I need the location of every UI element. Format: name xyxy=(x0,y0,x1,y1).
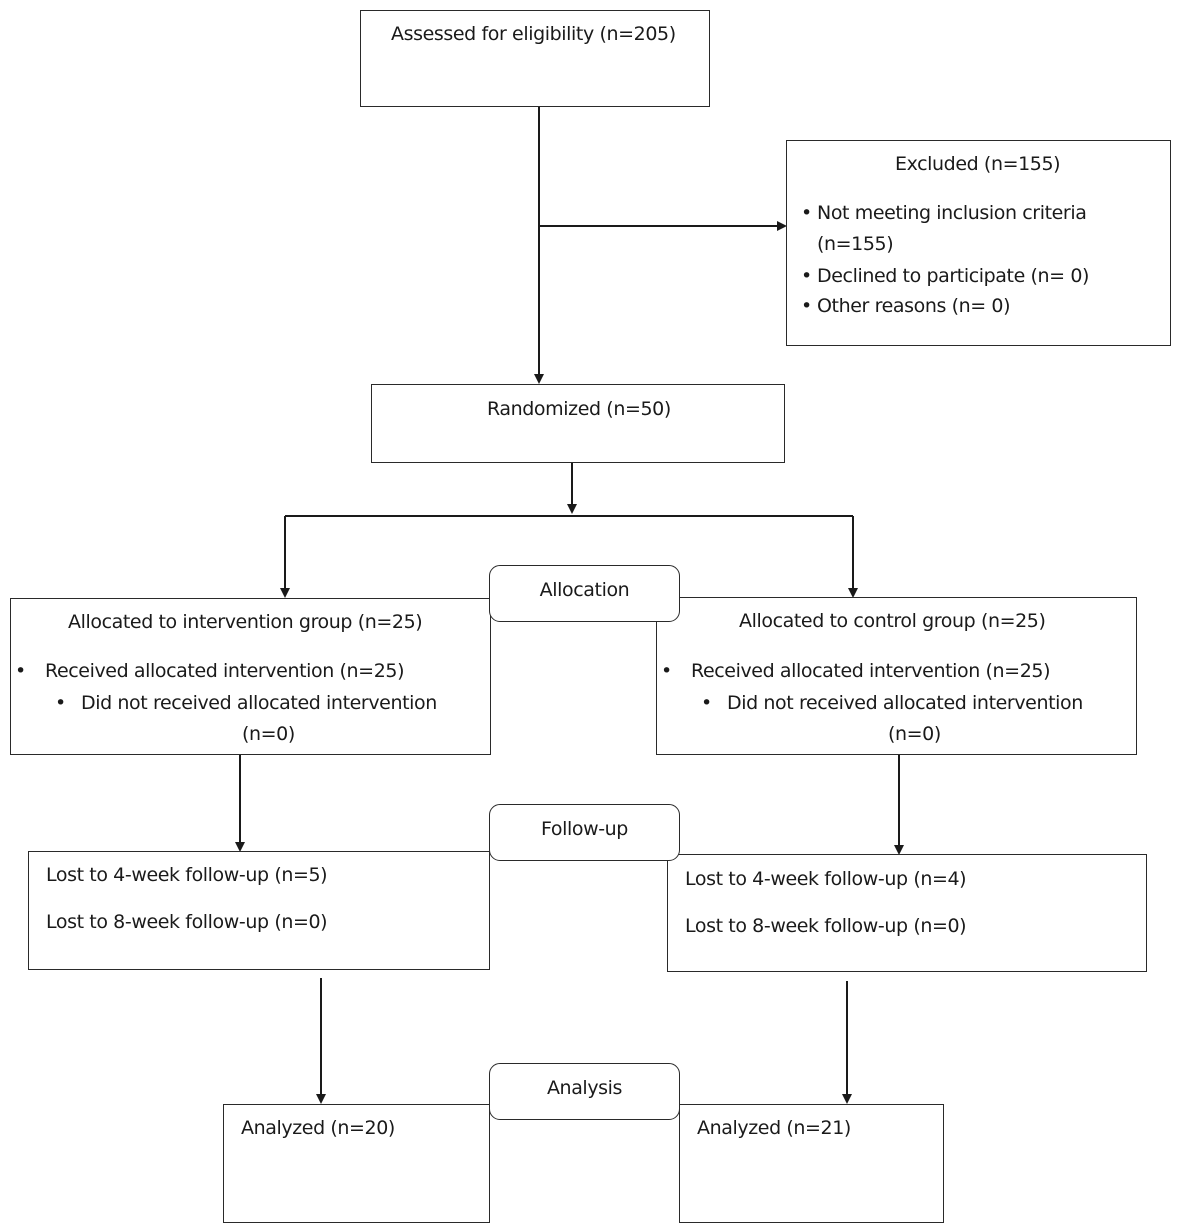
excluded-bullet-1: • xyxy=(801,202,812,224)
stage-analysis: Analysis xyxy=(489,1063,680,1120)
excluded-reason-other: Other reasons (n= 0) xyxy=(817,295,1011,317)
assessed-box: Assessed for eligibility (n=205) xyxy=(360,10,710,107)
control-lost-4-week: Lost to 4-week follow-up (n=4) xyxy=(685,868,967,890)
intervention-allocation-box: Allocated to intervention group (n=25) •… xyxy=(10,598,491,755)
stage-allocation-label: Allocation xyxy=(539,579,630,601)
intervention-lost-4-week: Lost to 4-week follow-up (n=5) xyxy=(46,864,328,886)
excluded-bullet-3: • xyxy=(801,295,812,317)
excluded-reason-declined: Declined to participate (n= 0) xyxy=(817,265,1090,287)
control-not-received-label: Did not received allocated intervention xyxy=(727,692,1083,714)
intervention-bullet-1: • xyxy=(15,660,26,682)
intervention-analyzed-label: Analyzed (n=20) xyxy=(241,1117,395,1139)
intervention-allocated-label: Allocated to intervention group (n=25) xyxy=(68,611,423,633)
control-received-label: Received allocated intervention (n=25) xyxy=(691,660,1051,682)
stage-allocation: Allocation xyxy=(489,565,680,622)
randomized-label: Randomized (n=50) xyxy=(487,398,671,420)
stage-followup: Follow-up xyxy=(489,804,680,861)
stage-analysis-label: Analysis xyxy=(546,1077,623,1099)
excluded-reason-not-meeting: Not meeting inclusion criteria xyxy=(817,202,1087,224)
control-analyzed-box: Analyzed (n=21) xyxy=(679,1104,944,1223)
intervention-not-received-count: (n=0) xyxy=(242,723,295,745)
intervention-bullet-2: • xyxy=(55,692,66,714)
control-lost-8-week: Lost to 8-week follow-up (n=0) xyxy=(685,915,967,937)
stage-followup-label: Follow-up xyxy=(541,818,628,840)
excluded-reason-not-meeting-count: (n=155) xyxy=(817,233,894,255)
excluded-title: Excluded (n=155) xyxy=(895,153,1061,175)
randomized-box: Randomized (n=50) xyxy=(371,384,785,463)
control-allocated-label: Allocated to control group (n=25) xyxy=(739,610,1046,632)
excluded-box: Excluded (n=155) • Not meeting inclusion… xyxy=(786,140,1171,346)
control-bullet-1: • xyxy=(661,660,672,682)
control-analyzed-label: Analyzed (n=21) xyxy=(697,1117,851,1139)
intervention-followup-box: Lost to 4-week follow-up (n=5) Lost to 8… xyxy=(28,851,490,970)
control-bullet-2: • xyxy=(701,692,712,714)
assessed-label: Assessed for eligibility (n=205) xyxy=(391,23,676,45)
control-not-received-count: (n=0) xyxy=(888,723,941,745)
control-followup-box: Lost to 4-week follow-up (n=4) Lost to 8… xyxy=(667,854,1147,972)
intervention-received-label: Received allocated intervention (n=25) xyxy=(45,660,405,682)
excluded-bullet-2: • xyxy=(801,265,812,287)
intervention-not-received-label: Did not received allocated intervention xyxy=(81,692,437,714)
control-allocation-box: Allocated to control group (n=25) • Rece… xyxy=(656,597,1137,755)
intervention-lost-8-week: Lost to 8-week follow-up (n=0) xyxy=(46,911,328,933)
intervention-analyzed-box: Analyzed (n=20) xyxy=(223,1104,490,1223)
